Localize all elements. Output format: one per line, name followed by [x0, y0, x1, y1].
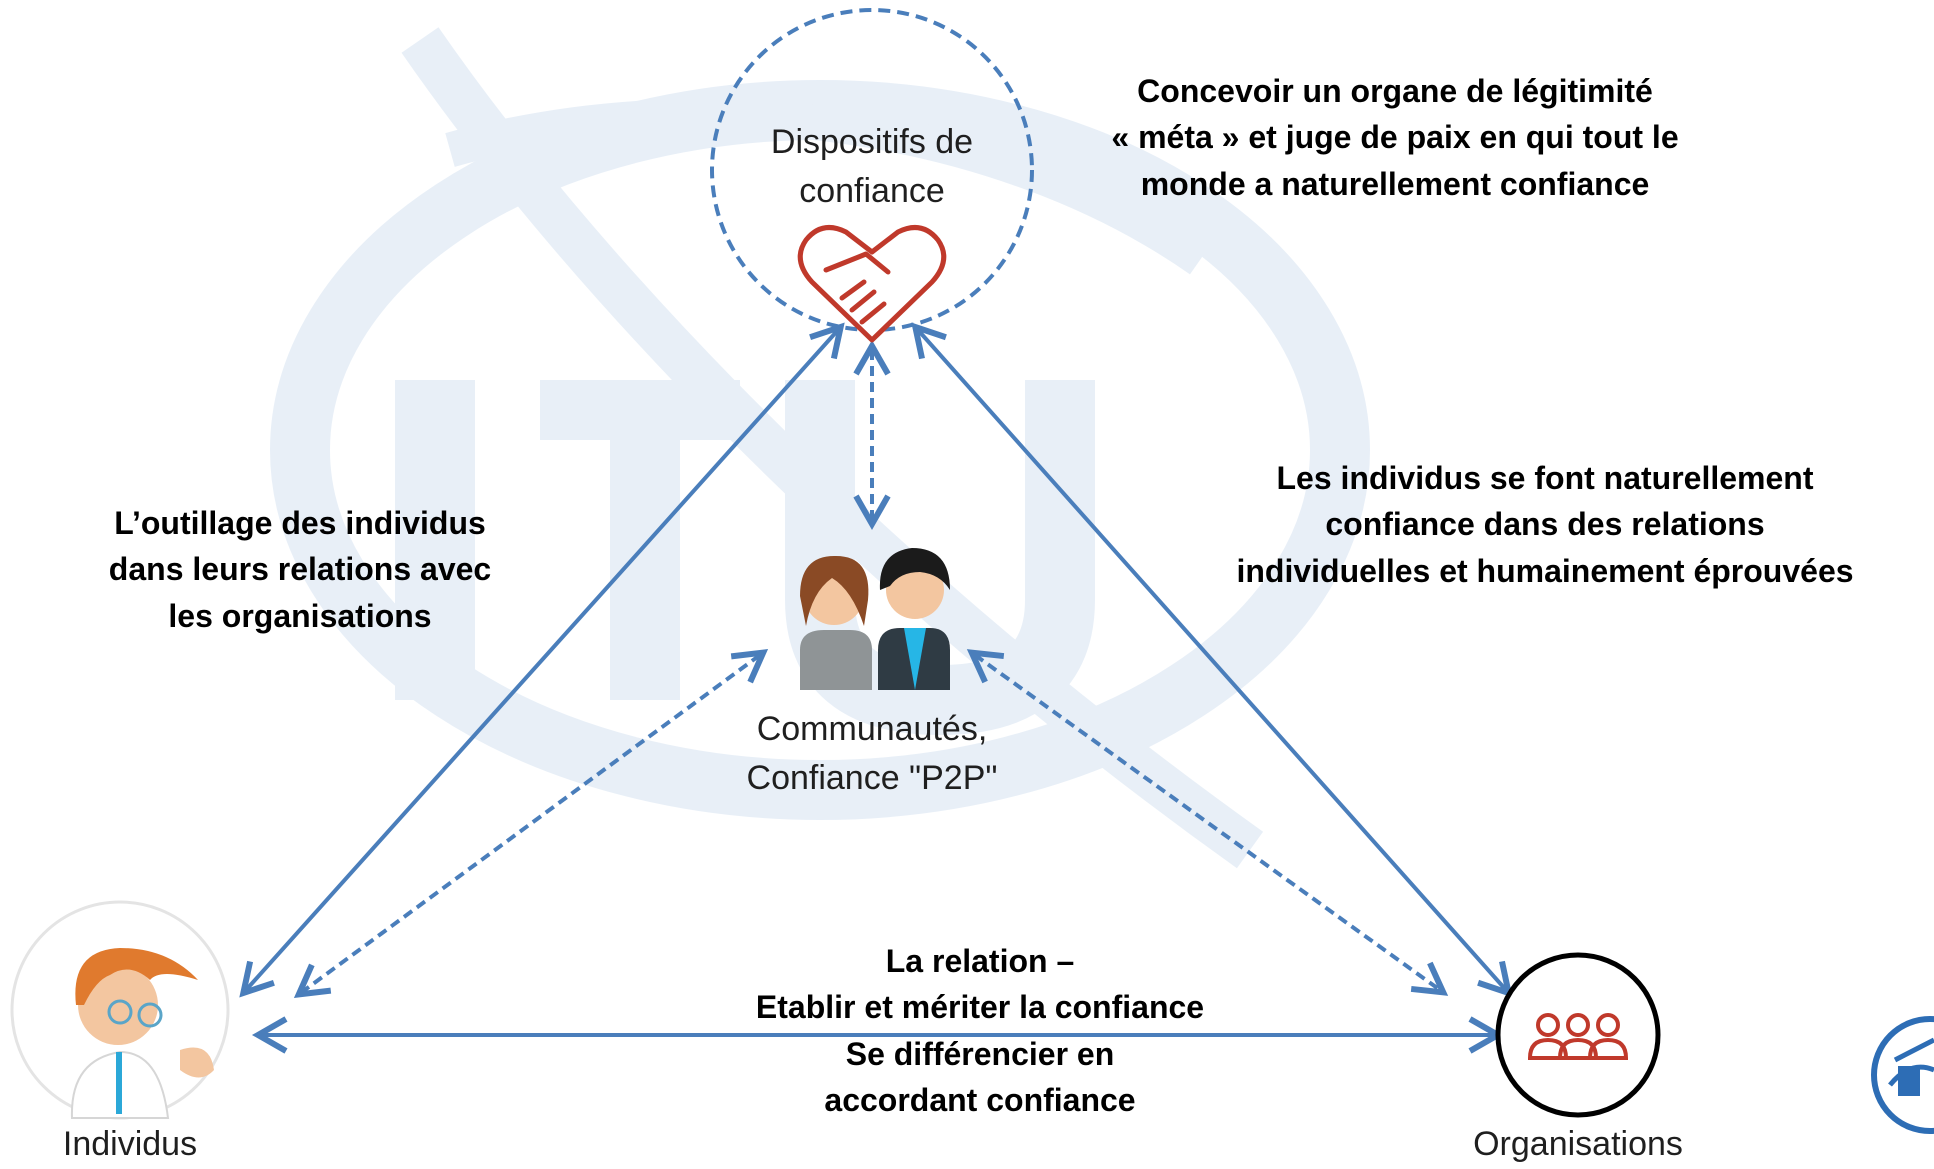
annotation-relation: La relation – Etablir et mériter la conf…: [755, 943, 1205, 1119]
communautes-label: Communautés, Confiance "P2P": [746, 710, 998, 798]
individus-label: Individus: [62, 1125, 198, 1163]
annotation-meta-legitimacy: Concevoir un organe de légitimité « méta…: [1111, 73, 1679, 202]
two-people-icon: [800, 548, 950, 690]
arrow-communautes-individus: [293, 649, 769, 998]
person-avatar-icon: [10, 900, 230, 1120]
group-of-three-icon: [1527, 1013, 1629, 1060]
handshake-heart-icon: [797, 225, 947, 343]
organisations-label: Organisations: [1473, 1125, 1683, 1163]
relationship-arrows: [239, 322, 1513, 1054]
annotation-peer-trust: Les individus se font naturellement conf…: [1236, 460, 1854, 589]
annotation-tooling: L’outillage des individus dans leurs rel…: [108, 505, 492, 634]
dispositifs-label: Dispositifs de confiance: [770, 123, 974, 211]
itu-logo-corner-icon: [1871, 1016, 1934, 1134]
